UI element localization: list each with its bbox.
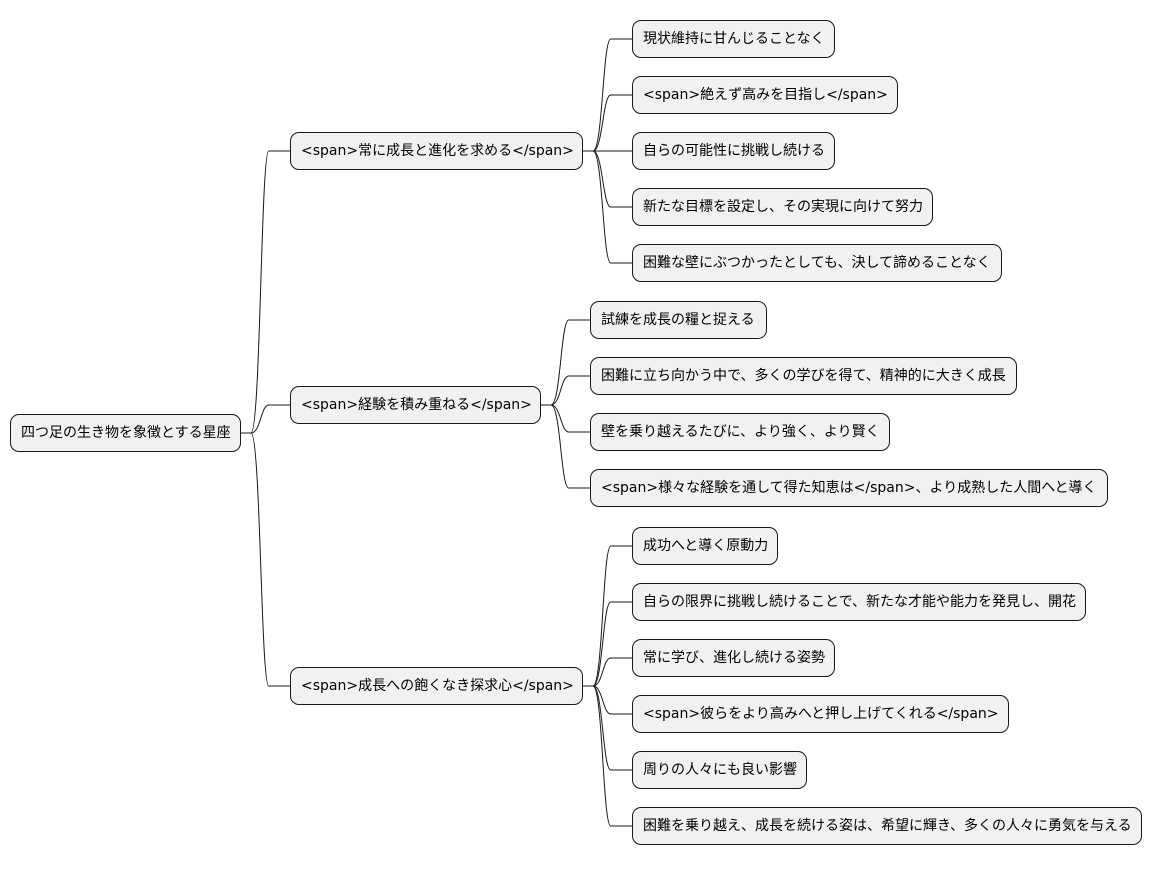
connector-1-0 <box>541 319 590 406</box>
connector-0-0 <box>583 38 632 152</box>
connector-1-3 <box>541 404 590 489</box>
connector-root-0 <box>241 150 290 434</box>
connector-2-0 <box>583 545 632 687</box>
leaf-node-2-4: 周りの人々にも良い影響 <box>632 751 807 789</box>
connector-root-1 <box>241 404 290 434</box>
leaf-node-1-3: <span>様々な経験を通して得た知恵は</span>、より成熟した人間へと導く <box>590 469 1108 507</box>
connector-2-5 <box>583 685 632 827</box>
leaf-node-1-2: 壁を乗り越えるたびに、より強く、より賢く <box>590 413 890 451</box>
leaf-node-1-0: 試練を成長の糧と捉える <box>590 301 767 339</box>
connector-0-1 <box>583 94 632 152</box>
branch-node-0: <span>常に成長と進化を求める</span> <box>290 132 583 170</box>
branch-node-2: <span>成長への飽くなき探求心</span> <box>290 667 583 705</box>
connector-2-2 <box>583 657 632 687</box>
connector-2-3 <box>583 685 632 715</box>
leaf-node-0-1: <span>絶えず高みを目指し</span> <box>632 76 898 114</box>
leaf-node-0-4: 困難な壁にぶつかったとしても、決して諦めることなく <box>632 244 1002 282</box>
connector-0-4 <box>583 150 632 264</box>
connector-2-4 <box>583 685 632 771</box>
connector-1-1 <box>541 375 590 406</box>
leaf-node-2-2: 常に学び、進化し続ける姿勢 <box>632 639 835 677</box>
leaf-node-2-5: 困難を乗り越え、成長を続ける姿は、希望に輝き、多くの人々に勇気を与える <box>632 807 1142 845</box>
leaf-node-2-3: <span>彼らをより高みへと押し上げてくれる</span> <box>632 695 1009 733</box>
leaf-node-0-0: 現状維持に甘んじることなく <box>632 20 835 58</box>
leaf-node-0-3: 新たな目標を設定し、その実現に向けて努力 <box>632 188 933 226</box>
root-node: 四つ足の生き物を象徴とする星座 <box>10 414 241 452</box>
connector-2-1 <box>583 601 632 687</box>
leaf-node-2-0: 成功へと導く原動力 <box>632 527 778 565</box>
connector-0-3 <box>583 150 632 208</box>
leaf-node-0-2: 自らの可能性に挑戦し続ける <box>632 132 835 170</box>
branch-node-1: <span>経験を積み重ねる</span> <box>290 386 541 424</box>
leaf-node-2-1: 自らの限界に挑戦し続けることで、新たな才能や能力を発見し、開花 <box>632 583 1086 621</box>
leaf-node-1-1: 困難に立ち向かう中で、多くの学びを得て、精神的に大きく成長 <box>590 357 1017 395</box>
connector-1-2 <box>541 404 590 433</box>
connector-root-2 <box>241 432 290 687</box>
